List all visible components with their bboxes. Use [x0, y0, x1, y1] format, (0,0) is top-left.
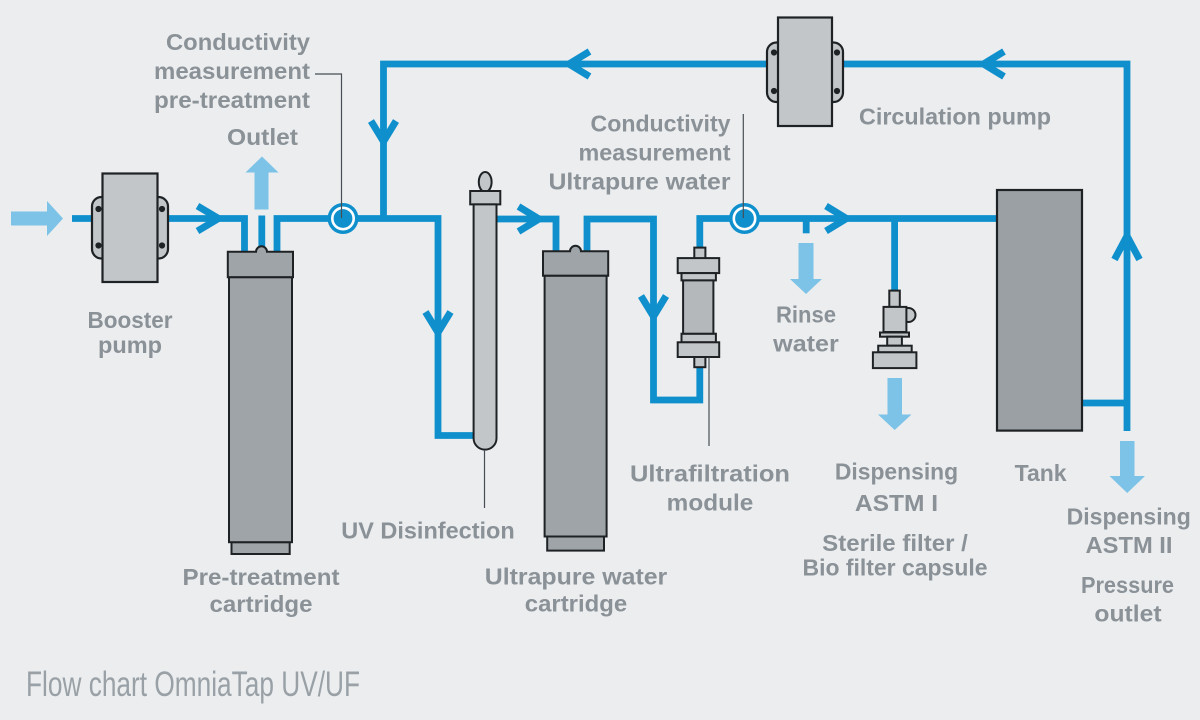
svg-text:water: water [772, 331, 839, 357]
svg-text:module: module [667, 490, 754, 516]
svg-text:Flow chart OmniaTap UV/UF: Flow chart OmniaTap UV/UF [26, 664, 360, 704]
svg-text:outlet: outlet [1094, 601, 1161, 627]
svg-text:Bio filter capsule: Bio filter capsule [803, 555, 988, 581]
svg-text:Tank: Tank [1015, 460, 1068, 486]
svg-text:UV Disinfection: UV Disinfection [341, 518, 515, 544]
svg-text:Booster: Booster [88, 307, 173, 333]
svg-text:pre-treatment: pre-treatment [154, 87, 310, 113]
svg-text:Pre-treatment: Pre-treatment [183, 564, 340, 590]
svg-text:Conductivity: Conductivity [166, 29, 310, 55]
svg-text:measurement: measurement [154, 58, 310, 84]
svg-text:Dispensing: Dispensing [1067, 504, 1191, 530]
svg-text:ASTM II: ASTM II [1086, 532, 1173, 558]
svg-text:Rinse: Rinse [776, 302, 836, 328]
svg-text:cartridge: cartridge [210, 591, 313, 617]
svg-text:ASTM I: ASTM I [855, 490, 938, 516]
svg-text:pump: pump [98, 332, 162, 358]
svg-text:Ultrafiltration: Ultrafiltration [630, 461, 790, 487]
svg-text:Outlet: Outlet [227, 124, 298, 150]
svg-text:Ultrapure water: Ultrapure water [485, 564, 668, 590]
svg-text:Conductivity: Conductivity [591, 111, 731, 137]
svg-text:measurement: measurement [579, 140, 731, 166]
svg-text:Sterile filter /: Sterile filter / [822, 530, 968, 556]
svg-text:Dispensing: Dispensing [835, 459, 958, 485]
svg-text:Ultrapure water: Ultrapure water [549, 169, 731, 195]
svg-text:cartridge: cartridge [525, 591, 628, 617]
svg-text:Circulation pump: Circulation pump [859, 104, 1051, 130]
svg-text:Pressure: Pressure [1081, 572, 1174, 598]
